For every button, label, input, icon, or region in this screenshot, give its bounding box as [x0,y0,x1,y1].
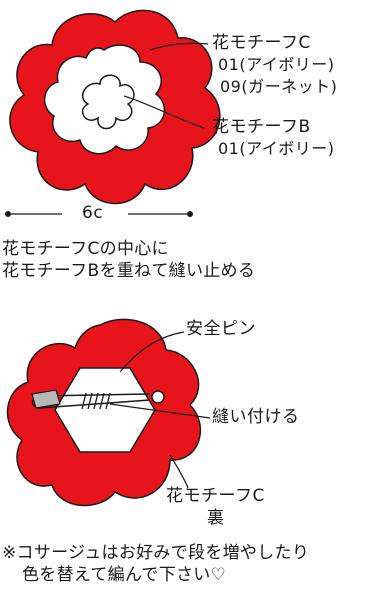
leader-line-motif-b [123,95,205,129]
dimension-label: 6c [82,203,104,223]
motif-b-label: 花モチーフB [212,117,311,137]
instruction-line-1: 花モチーフCの中心に [2,239,169,259]
motif-c-color-2: 09(ガーネット) [220,77,338,96]
motif-c-label: 花モチーフC [212,33,311,53]
leader-line-pin [119,331,185,373]
dimension-end-dot [187,211,193,217]
motif-c-back-side: 裏 [207,508,225,528]
leader-line-sew [109,403,211,419]
safety-pin [31,389,165,409]
instruction-line-2: 花モチーフBを重ねて縫い止める [2,261,256,281]
note-line-2: 色を替えて編んで下さい♡ [22,565,227,585]
safety-pin-label: 安全ピン [186,319,256,339]
stitch-marks [81,392,111,410]
note-line-1: ※コサージュはお好みで段を増やしたり [2,543,310,563]
hexagon-center [54,367,156,453]
sew-label: 縫い付ける [212,407,300,427]
motif-b-flower [81,74,135,130]
motif-c-back-label: 花モチーフC [166,486,265,506]
motif-b-color-1: 01(アイボリー) [218,139,335,158]
motif-c-color-1: 01(アイボリー) [218,55,335,74]
leader-line-motif-c [149,42,209,51]
leader-line-motif-c-back [169,454,189,489]
